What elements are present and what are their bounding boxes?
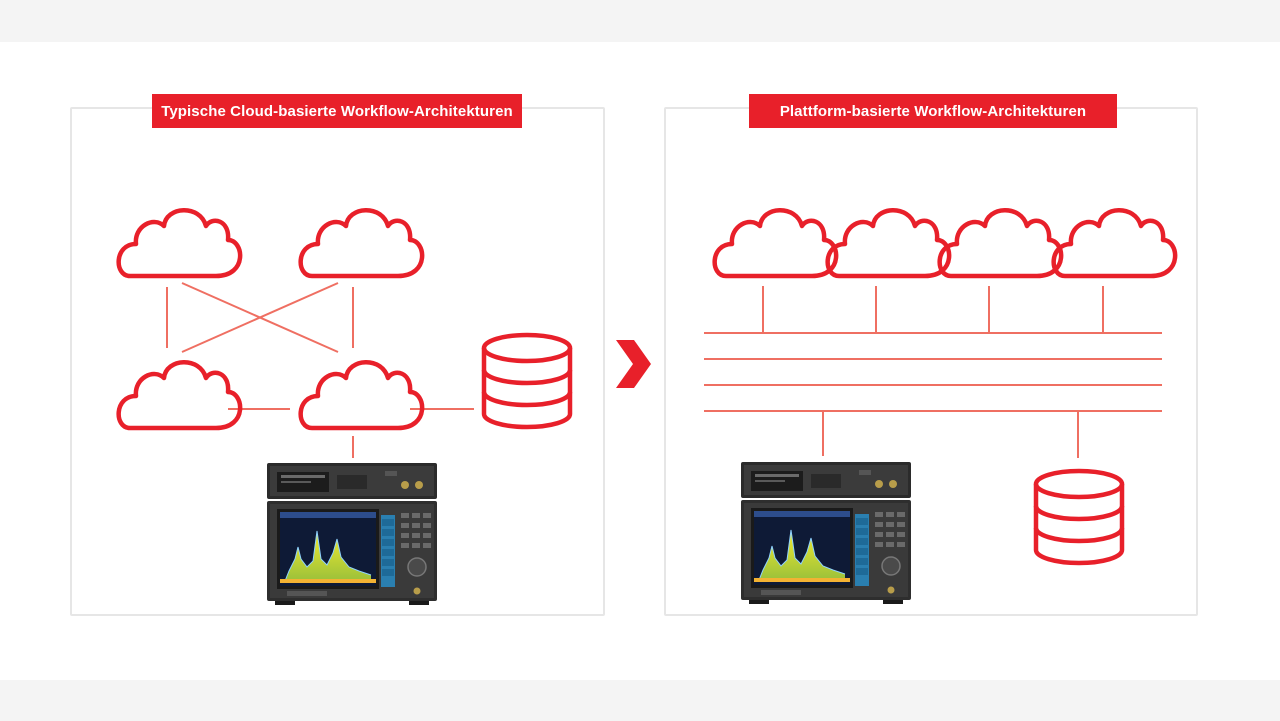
chevron-right-icon	[616, 340, 651, 388]
platform-bus	[704, 286, 1162, 458]
cloud-icon	[940, 210, 1061, 276]
cloud-icon	[1054, 210, 1175, 276]
cloud-architecture-title: Typische Cloud-basierte Workflow-Archite…	[152, 94, 522, 128]
cloud-icon	[301, 362, 422, 428]
database-icon	[1036, 471, 1122, 563]
database-icon	[484, 335, 570, 427]
bottom-band	[0, 680, 1280, 721]
cloud-icon	[828, 210, 949, 276]
cloud-icon	[119, 210, 240, 276]
cloud-icon	[715, 210, 836, 276]
signal-analyzer-instrument	[740, 461, 912, 605]
cloud-icon	[119, 362, 240, 428]
cloud-icon	[301, 210, 422, 276]
left-mesh-connectors	[166, 282, 474, 458]
signal-analyzer-instrument	[266, 462, 438, 606]
top-band	[0, 0, 1280, 42]
platform-architecture-title: Plattform-basierte Workflow-Architekture…	[749, 94, 1117, 128]
